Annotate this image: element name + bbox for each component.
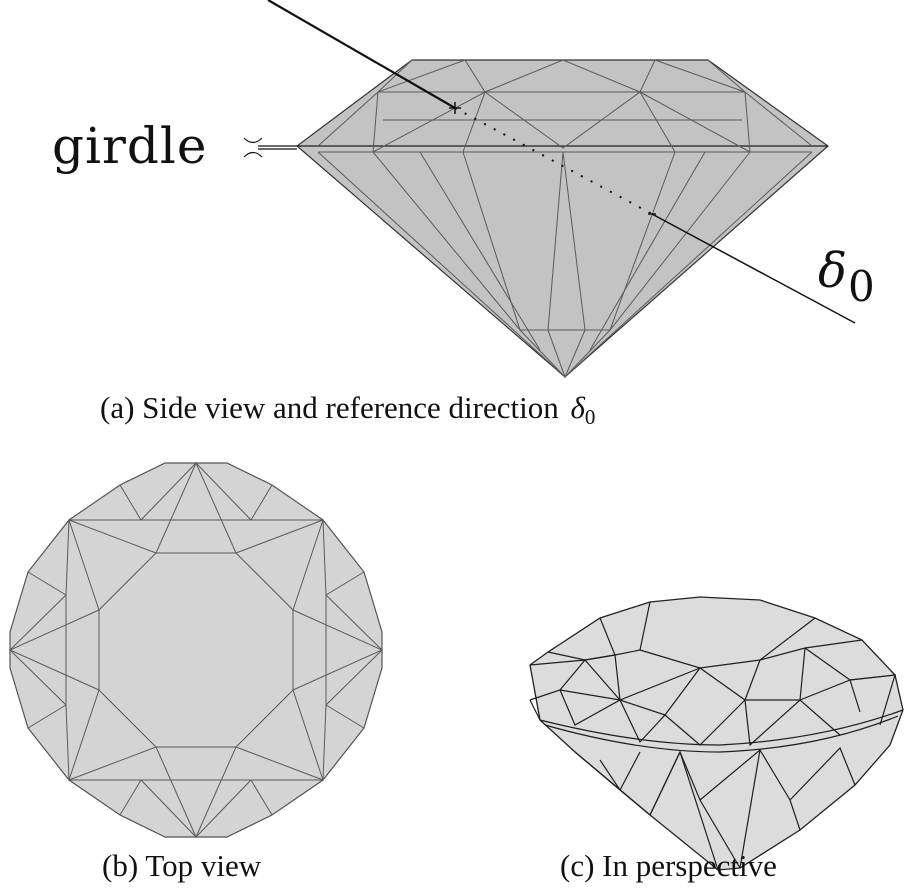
internal-ray [454,107,653,215]
delta-label: δ [818,243,847,299]
outgoing-ray [651,213,856,324]
caption-a: (a) Side view and reference direction δ0 [100,390,595,429]
incoming-ray [267,0,456,109]
caption-b: (b) Top view [102,848,262,883]
side-view-silhouette [296,59,829,378]
perspective-diagram [529,596,904,871]
top-view-diagram [8,461,384,839]
caption-c: (c) In perspective [560,848,777,883]
girdle-label: girdle [52,117,208,175]
side-view-diagram: girdle δ 0 [52,0,875,379]
delta-subscript: 0 [848,262,875,311]
top-view-outline [9,462,383,838]
